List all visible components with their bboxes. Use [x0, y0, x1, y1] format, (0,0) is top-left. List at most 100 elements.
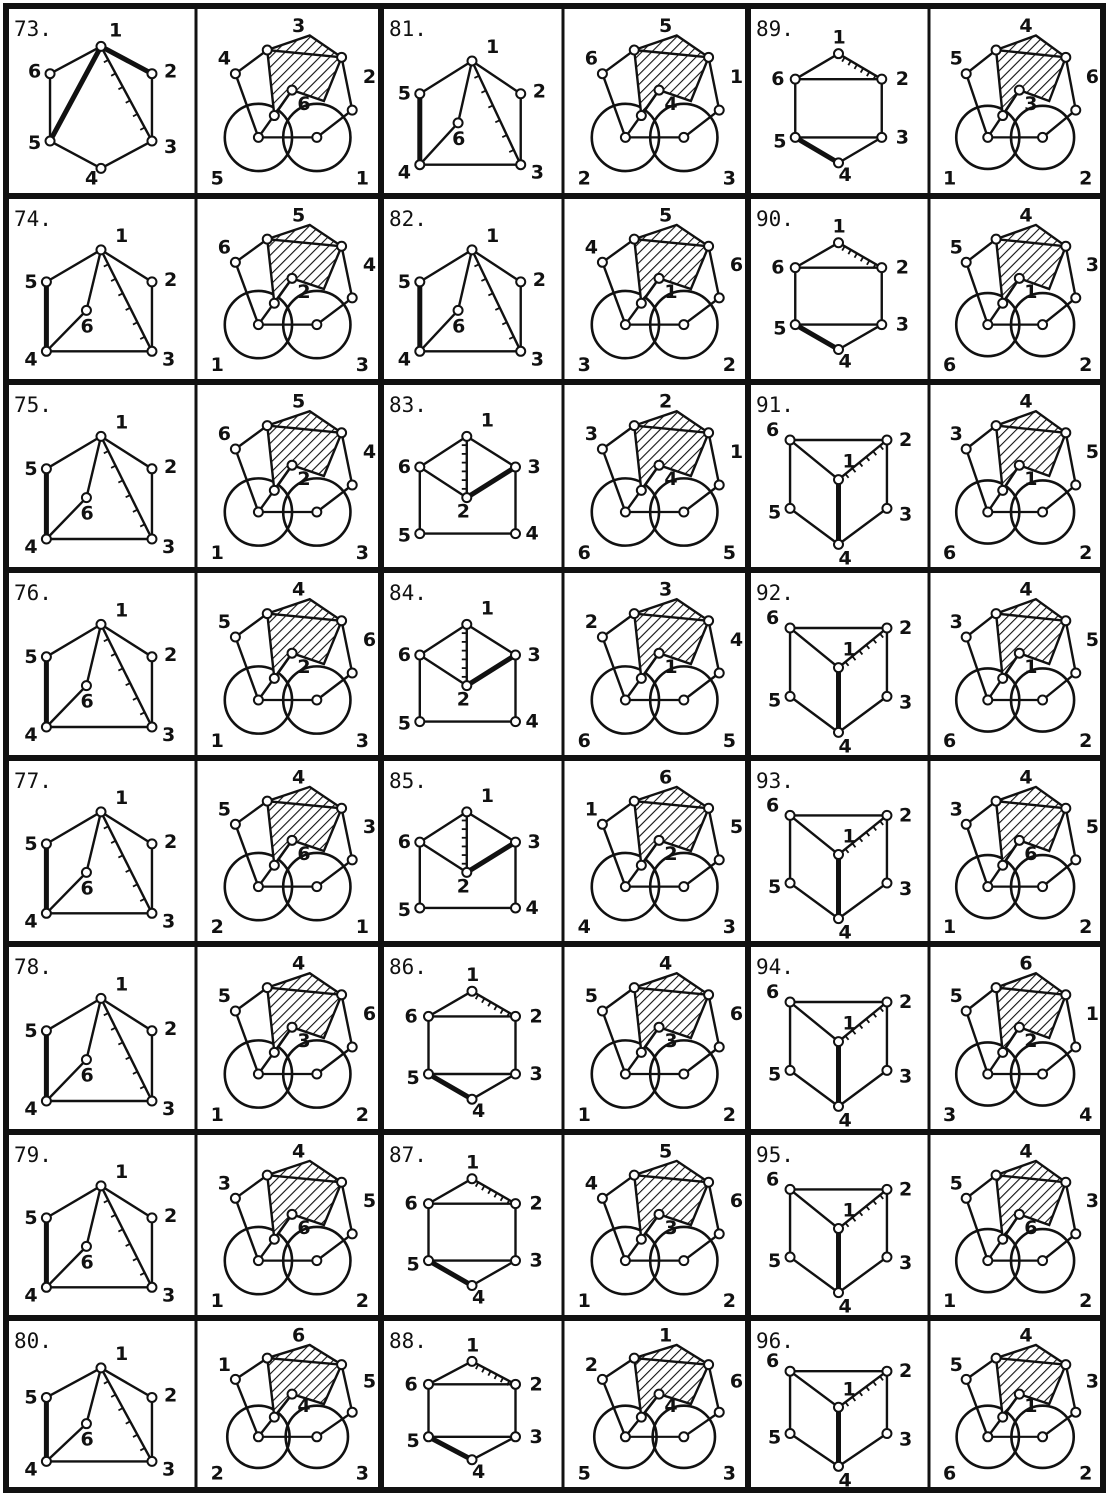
joint	[998, 1048, 1007, 1057]
node-label: 4	[839, 922, 852, 944]
graph-node	[415, 903, 424, 912]
mechanism-label: 3	[664, 1217, 677, 1239]
node-label: 3	[899, 503, 912, 525]
wheel-pivot	[621, 696, 630, 705]
node-label: 5	[24, 646, 37, 668]
wheel-pivot	[312, 696, 321, 705]
node-label: 1	[833, 27, 846, 49]
node-label: 5	[773, 130, 786, 152]
joint	[962, 445, 971, 454]
node-label: 6	[80, 1251, 93, 1273]
graph-node	[454, 118, 463, 127]
joint	[992, 1171, 1001, 1180]
mechanism-label: 5	[211, 168, 224, 190]
mechanism-label: 5	[363, 1371, 376, 1393]
node-label: 5	[24, 1386, 37, 1408]
graph-node	[147, 1283, 156, 1292]
graph-node	[97, 620, 106, 629]
joint	[598, 69, 607, 78]
wheel-pivot	[254, 1432, 263, 1441]
joint	[337, 428, 346, 437]
node-label: 4	[839, 735, 852, 757]
figure-number: 89.	[756, 17, 794, 41]
graph-node	[147, 69, 156, 78]
graph-node	[877, 320, 886, 329]
node-label: 5	[768, 501, 781, 523]
mechanism-label: 5	[659, 15, 672, 37]
node-label: 3	[162, 1458, 175, 1480]
node-label: 5	[398, 899, 411, 921]
mechanism-label: 6	[730, 1371, 743, 1393]
wheel-pivot	[621, 320, 630, 329]
mechanism-label: 2	[1079, 916, 1092, 938]
mechanism-label: 3	[659, 579, 672, 601]
joint	[655, 1390, 664, 1399]
graph-node	[882, 692, 891, 701]
graph-node	[46, 137, 55, 146]
node-label: 1	[843, 1378, 856, 1400]
node-label: 4	[839, 164, 852, 186]
node-label: 4	[839, 547, 852, 569]
graph-node	[82, 868, 91, 877]
graph-node	[834, 238, 843, 247]
joint	[655, 836, 664, 845]
graph-node	[454, 306, 463, 315]
mechanism-label: 2	[356, 1290, 369, 1312]
figure-number: 76.	[14, 581, 52, 605]
figure-number: 81.	[389, 17, 427, 41]
wheel-pivot	[983, 320, 992, 329]
wheel-pivot	[983, 508, 992, 517]
node-label: 3	[531, 348, 544, 370]
graph-node	[82, 1055, 91, 1064]
mechanism-label: 5	[730, 816, 743, 838]
figure-number: 74.	[14, 207, 52, 231]
node-label: 6	[405, 1005, 418, 1027]
node-label: 5	[768, 876, 781, 898]
mechanism-label: 6	[585, 48, 598, 70]
node-label: 1	[486, 36, 499, 58]
graph-node	[415, 277, 424, 286]
wheel-pivot	[983, 882, 992, 891]
mechanism-label: 6	[218, 236, 231, 258]
joint	[231, 445, 240, 454]
joint	[704, 1360, 713, 1369]
node-label: 5	[24, 1207, 37, 1229]
node-label: 2	[457, 501, 470, 523]
joint	[1071, 481, 1080, 490]
joint	[655, 86, 664, 95]
wheel-pivot	[679, 133, 688, 142]
mechanism-label: 2	[1079, 1290, 1092, 1312]
node-label: 4	[24, 724, 37, 746]
graph-node	[42, 723, 51, 732]
joint	[288, 1210, 297, 1219]
graph-node	[415, 347, 424, 356]
mechanism-label: 6	[1086, 66, 1099, 88]
graph-node	[511, 838, 520, 847]
node-label: 1	[843, 451, 856, 473]
node-label: 4	[472, 1100, 485, 1122]
joint	[998, 861, 1007, 870]
node-label: 1	[843, 826, 856, 848]
graph-node	[468, 987, 477, 996]
wheel-pivot	[254, 133, 263, 142]
wheel-pivot	[254, 320, 263, 329]
node-label: 5	[768, 1427, 781, 1449]
joint	[1061, 53, 1070, 62]
joint	[348, 669, 357, 678]
joint	[704, 990, 713, 999]
graph-node	[147, 137, 156, 146]
mechanism-label: 2	[585, 611, 598, 633]
figure-number: 90.	[756, 207, 794, 231]
node-label: 5	[24, 458, 37, 480]
graph-node	[468, 56, 477, 65]
joint	[715, 293, 724, 302]
node-label: 6	[766, 1350, 779, 1372]
mechanism-label: 6	[1024, 1217, 1037, 1239]
mechanism-label: 2	[1079, 542, 1092, 564]
wheel-pivot	[679, 320, 688, 329]
mechanism-label: 6	[943, 542, 956, 564]
graph-node	[882, 1367, 891, 1376]
mechanism-label: 2	[363, 66, 376, 88]
joint	[998, 1413, 1007, 1422]
